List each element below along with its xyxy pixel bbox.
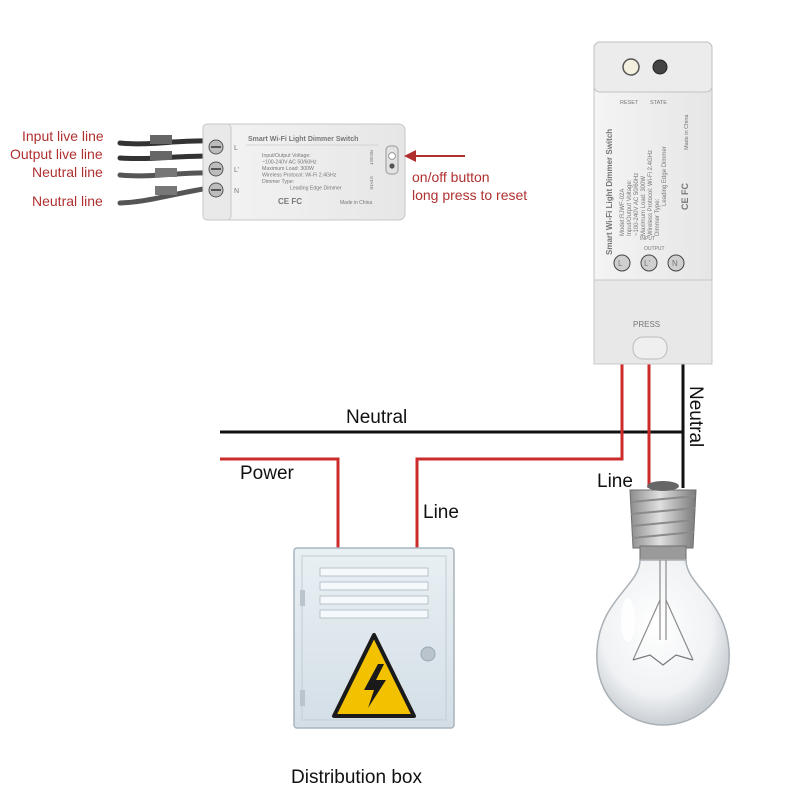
top-dimmer-reset: RESET [369, 150, 374, 165]
distribution-box [293, 547, 455, 729]
top-dimmer-onoff-button[interactable] [385, 145, 399, 175]
label-neutral-vertical: Neutral [685, 386, 706, 447]
high-voltage-warning-icon [332, 633, 416, 718]
mounted-dimmer-terminals: L L' N [613, 254, 685, 272]
light-bulb-icon [596, 481, 730, 726]
label-line-box: Line [423, 502, 459, 523]
label-neutral: Neutral [346, 407, 407, 428]
callout-button-line1: on/off button [412, 169, 490, 185]
mounted-dimmer-origin: Made in China [684, 114, 690, 150]
mounted-input-label: INPUT [640, 236, 655, 242]
mounted-state-led [652, 59, 668, 75]
top-term-Lp: L' [234, 167, 239, 174]
top-dimmer-title: Smart Wi-Fi Light Dimmer Switch [248, 136, 358, 143]
button-callout-arrow [404, 150, 465, 162]
callout-button-line2: long press to reset [412, 187, 527, 203]
label-line-bulb: Line [597, 471, 633, 492]
top-dimmer-origin: Made in China [340, 200, 372, 206]
callout-neutral-1: Neutral line [32, 164, 103, 180]
distribution-box-lock[interactable] [420, 646, 436, 662]
top-dimmer-wires [117, 135, 213, 206]
line-wire-box [415, 275, 624, 548]
callout-neutral-2: Neutral line [32, 193, 103, 209]
top-dimmer-terminals: L L' N [208, 139, 239, 198]
mounted-dimmer-specs: Model:RJWF-02A Input/Output Voltage: ~10… [620, 146, 668, 236]
mounted-reset-button[interactable] [622, 58, 640, 76]
mounted-output-label: OUTPUT [644, 246, 665, 252]
power-wire [220, 457, 340, 548]
top-dimmer-specs: Input/Output Voltage: ~100-240V AC 50/60… [262, 153, 342, 192]
mounted-dimmer: RESET STATE Smart Wi-Fi Light Dimmer Swi… [593, 41, 713, 365]
top-dimmer-state: STATE [369, 176, 374, 190]
top-dimmer-cert: CE FC [278, 197, 302, 206]
label-power: Power [240, 463, 295, 484]
mounted-dimmer-cert: CE FC [680, 182, 690, 210]
mounted-term-Lp: L' [644, 259, 650, 268]
mounted-reset-label: RESET [620, 100, 639, 106]
mounted-press-label: PRESS [633, 320, 660, 329]
mounted-term-L: L [618, 259, 623, 268]
callout-input-live: Input live line [22, 128, 104, 144]
top-dimmer-illustration: L L' N Smart Wi-Fi Light Dimmer Switch I… [10, 123, 527, 221]
mounted-term-N: N [672, 259, 678, 268]
distribution-box-label: Distribution box [291, 767, 422, 788]
callout-output-live: Output live line [10, 146, 103, 162]
distribution-box-vents [319, 567, 429, 619]
mounted-dimmer-title: Smart Wi-Fi Light Dimmer Switch [605, 129, 614, 255]
mounted-state-label: STATE [650, 100, 667, 106]
top-term-L: L [234, 145, 238, 152]
top-term-N: N [234, 188, 239, 195]
